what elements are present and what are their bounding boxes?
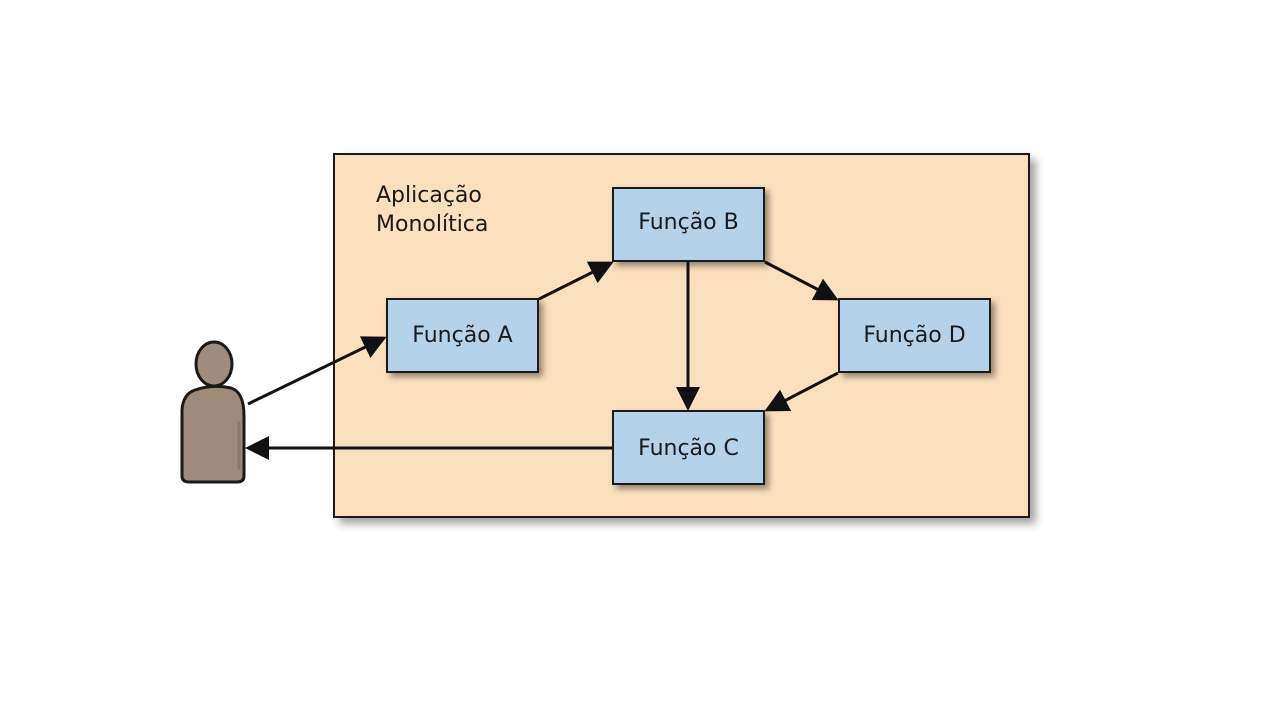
node-funcao-b[interactable]: Função B xyxy=(612,187,765,262)
node-funcao-a-label: Função A xyxy=(412,323,513,348)
node-funcao-d[interactable]: Função D xyxy=(838,298,991,373)
node-funcao-a[interactable]: Função A xyxy=(386,298,539,373)
person-icon xyxy=(180,340,246,484)
node-funcao-d-label: Função D xyxy=(863,323,966,348)
container-label: Aplicação Monolítica xyxy=(376,181,488,239)
container-label-line-1: Aplicação xyxy=(376,183,482,208)
node-funcao-b-label: Função B xyxy=(638,210,739,235)
node-funcao-c[interactable]: Função C xyxy=(612,410,765,485)
container-label-line-2: Monolítica xyxy=(376,212,489,237)
node-funcao-c-label: Função C xyxy=(638,436,739,461)
